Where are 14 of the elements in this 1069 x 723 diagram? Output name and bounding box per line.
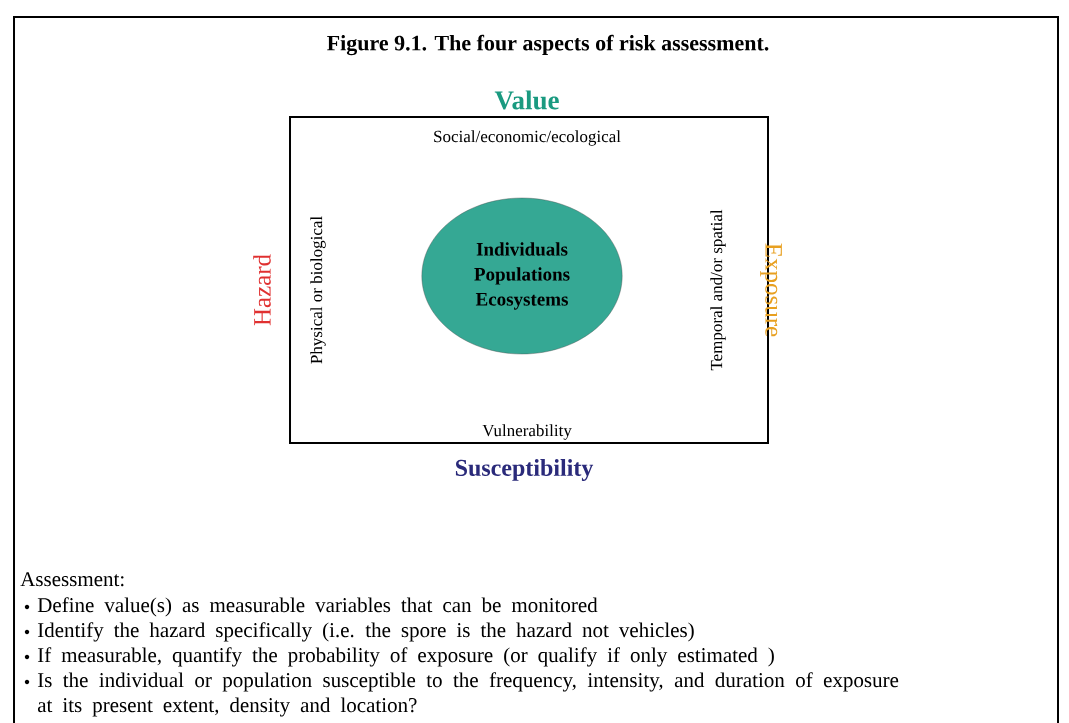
heading: Susceptibility (455, 459, 594, 481)
heading: Exposure (760, 243, 782, 337)
figure-title: Figure 9.1. The four aspects of risk assessment. (327, 34, 769, 56)
heading: Value (494, 90, 559, 110)
bullet-text: Define value(s) as measurable variables that can be monitored (37, 597, 598, 617)
bullet-text: If measurable, quantify the probability of exposure (or qualify if only estimated ) (37, 647, 774, 667)
note-heading: Assessment: (20, 572, 124, 587)
bullet-text: Identify the hazard specifically (i.e. the spore is the hazard not vehicles) (37, 622, 694, 642)
bullet-text: Is the individual or population susceptible to the frequency, intensity, and duration of exposure at its present extent, density and location? (37, 672, 899, 717)
side-label: Social/economic/ecological (434, 130, 621, 146)
side-label: Physical or biological (310, 216, 326, 364)
heading: Hazard (253, 254, 271, 326)
side-label: Temporal and/or spatial (710, 209, 726, 371)
side-label: Vulnerability (481, 423, 573, 441)
